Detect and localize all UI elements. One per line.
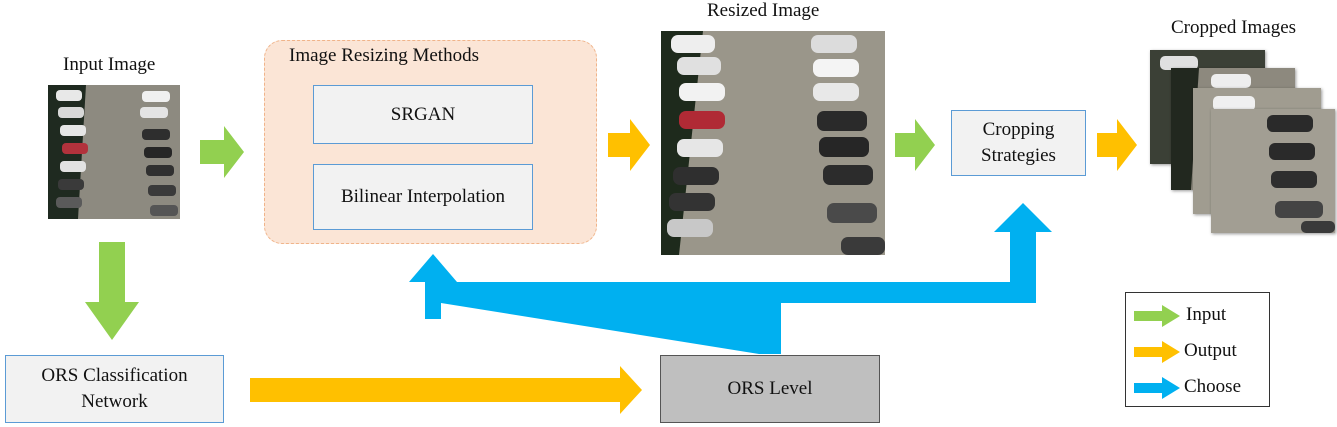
legend-item-choose: Choose: [1134, 376, 1264, 399]
legend-input-arrow-icon: [1134, 305, 1180, 327]
bilinear-interpolation-box: Bilinear Interpolation: [313, 164, 533, 230]
legend-choose-label: Choose: [1184, 376, 1241, 397]
ors-network-to-level-arrow: [250, 366, 642, 414]
ors-classification-network-box: ORS Classification Network: [5, 355, 224, 423]
legend-input-label: Input: [1186, 304, 1227, 325]
input-to-ors-network-arrow: [85, 242, 139, 340]
input-image: [48, 85, 180, 219]
legend-choose-arrow-icon: [1134, 377, 1180, 399]
legend-item-input: Input: [1134, 304, 1264, 327]
resized-image: [661, 31, 885, 255]
cropping-strategies-box: Cropping Strategies: [951, 110, 1086, 176]
resized-image-caption: Resized Image: [707, 0, 820, 21]
legend-item-output: Output: [1134, 340, 1264, 363]
legend-output-label: Output: [1184, 340, 1237, 361]
input-image-caption: Input Image: [63, 54, 156, 75]
resizing-to-resized-arrow: [608, 119, 650, 171]
ors-level-box: ORS Level: [660, 355, 880, 423]
legend-output-arrow-icon: [1134, 341, 1180, 363]
cropped-image-4: [1211, 109, 1335, 233]
legend: Input Output Choose: [1125, 292, 1270, 407]
resizing-methods-title: Image Resizing Methods: [289, 45, 479, 66]
resized-to-cropping-arrow: [895, 119, 935, 171]
srgan-box: SRGAN: [313, 85, 533, 144]
input-to-resizing-arrow: [200, 126, 244, 178]
ors-level-choose-connector: [409, 254, 759, 354]
cropped-images-caption: Cropped Images: [1171, 17, 1297, 38]
cropping-to-cropped-arrow: [1097, 119, 1137, 171]
